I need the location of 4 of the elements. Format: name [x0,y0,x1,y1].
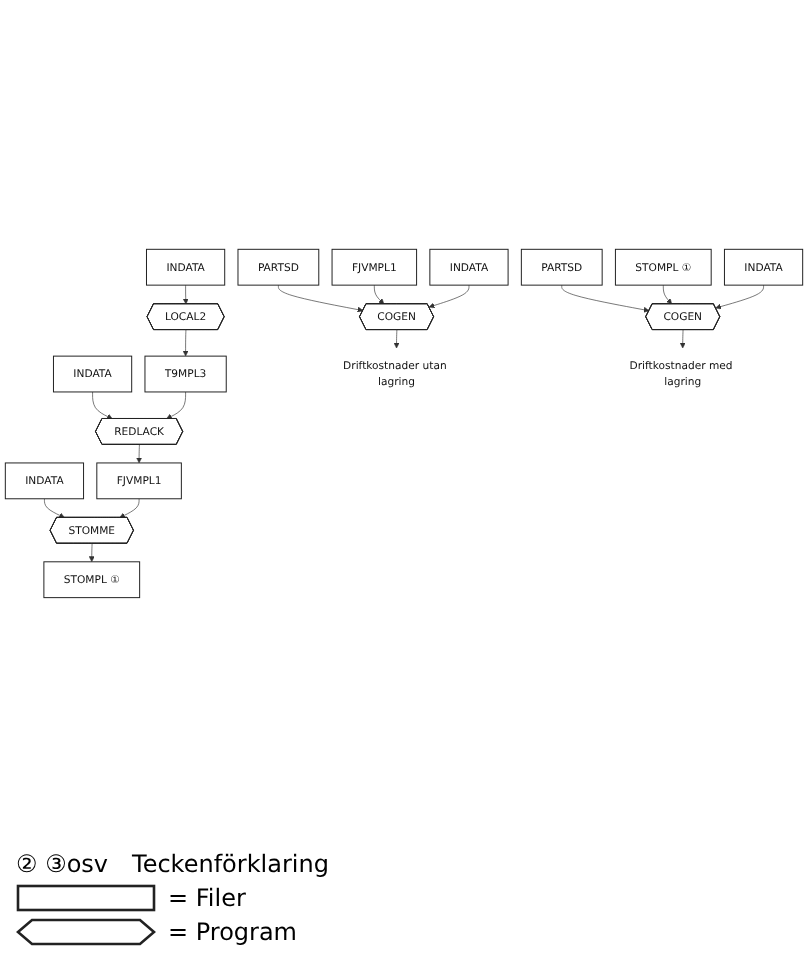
note-text: ② ③osv [16,850,109,878]
legend-text: = Program [168,918,297,946]
legend-text: = Filer [168,884,246,912]
note-text: Teckenförklaring [132,850,329,878]
